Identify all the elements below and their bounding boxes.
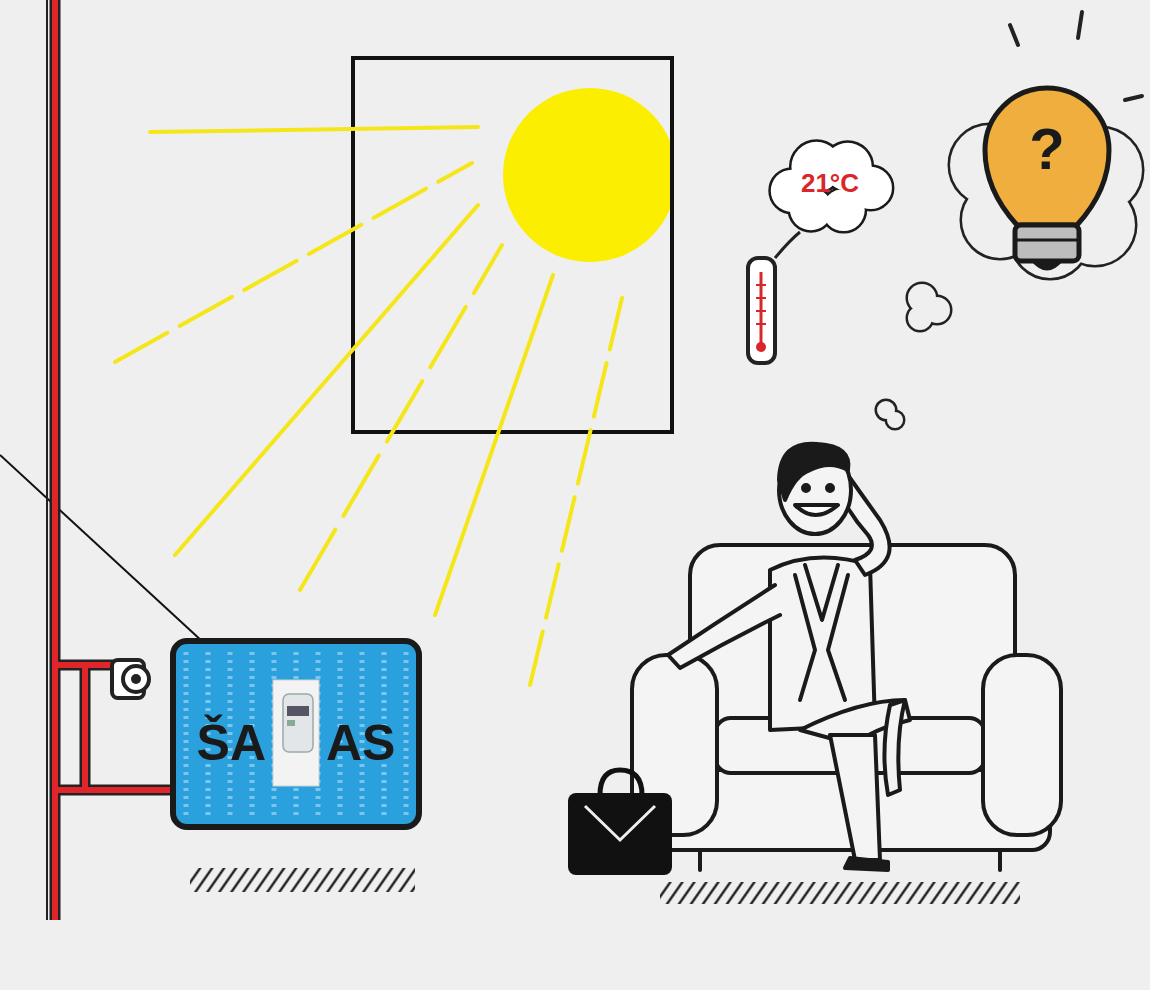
radiator-valve (112, 660, 149, 698)
radiator-text: ŠA (197, 714, 266, 772)
bulb-cloud (950, 12, 1142, 278)
radiator: ŠA AS (170, 638, 422, 830)
thermometer (748, 232, 800, 363)
heating-pipes (47, 0, 175, 920)
man-on-sofa (632, 444, 1061, 870)
thought-puffs (877, 284, 950, 428)
briefcase (568, 770, 672, 875)
lightbulb-text: ? (1029, 120, 1064, 178)
shadow-hatching (660, 882, 1020, 904)
sun-rays (115, 127, 622, 685)
window (353, 58, 677, 432)
thought-cloud-text: 21°C (801, 168, 859, 199)
thought-cloud: 21°C (762, 138, 898, 234)
shadow-hatching (190, 868, 415, 892)
lightbulb: ? (982, 40, 1112, 285)
radiator-text: AS (326, 714, 395, 772)
